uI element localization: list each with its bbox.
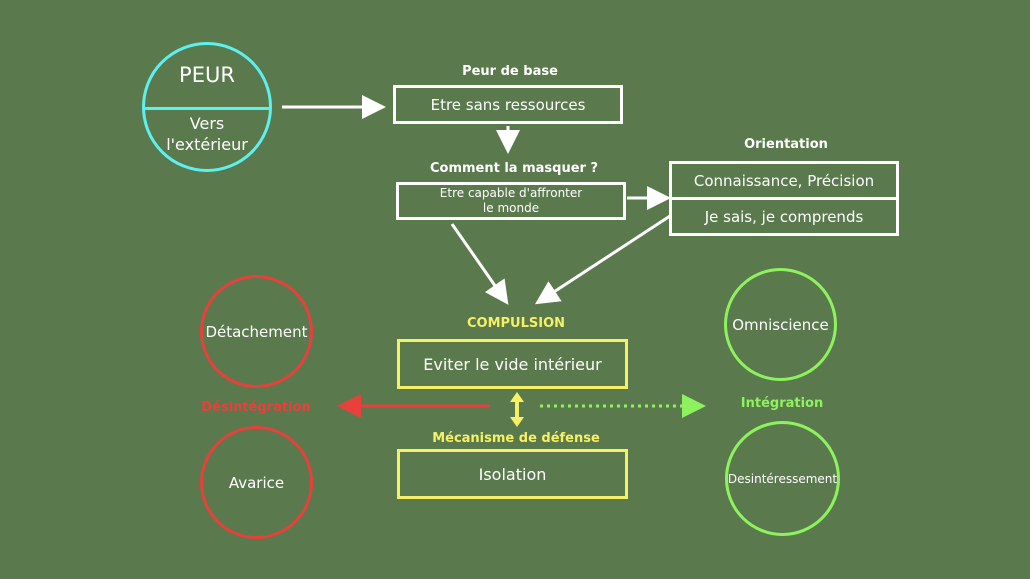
omniscience-circle: Omniscience [724,268,837,381]
peur-de-base-text: Etre sans ressources [430,95,586,114]
avarice-circle: Avarice [200,426,313,539]
omniscience-text: Omniscience [732,315,829,334]
desinteressement-text: Desintéressement [727,471,838,486]
defense-box: Isolation [397,449,628,499]
orientation-line1: Connaissance, Précision [693,171,875,190]
peur-divider [145,107,269,110]
masquer-box: Etre capable d'affronter le monde [396,182,626,220]
orientation-box-top: Connaissance, Précision [669,161,899,200]
masquer-heading: Comment la masquer ? [429,161,599,176]
peur-title: PEUR [179,63,235,87]
masquer-text-line2: le monde [482,201,540,215]
compulsion-box: Eviter le vide intérieur [397,339,628,389]
masquer-text-line1: Etre capable d'affronter [439,186,583,200]
orientation-line2: Je sais, je comprends [704,207,864,226]
detachement-circle: Détachement [200,275,313,388]
arrow-orientation-to-compulsion [534,214,671,305]
defense-text: Isolation [478,464,547,484]
desinteressement-circle: Desintéressement [725,421,840,536]
peur-subtitle: Vers l'extérieur [145,113,269,155]
integration-label: Intégration [740,396,824,411]
peur-subtitle-line1: Vers [189,114,225,133]
peur-subtitle-line2: l'extérieur [166,135,248,154]
detachement-text: Détachement [205,322,308,341]
desintegration-label: Désintégration [201,400,311,415]
peur-circle: PEUR Vers l'extérieur [142,42,272,172]
compulsion-text: Eviter le vide intérieur [423,354,602,374]
arrow-masquer-to-compulsion [450,223,509,305]
double-arrow-icon [510,392,524,427]
defense-heading: Mécanisme de défense [432,431,600,446]
peur-de-base-box: Etre sans ressources [393,85,623,124]
orientation-heading: Orientation [744,137,828,152]
avarice-text: Avarice [228,473,285,492]
orientation-box-bottom: Je sais, je comprends [669,197,899,236]
compulsion-heading: COMPULSION [466,316,566,331]
peur-de-base-heading: Peur de base [462,64,558,79]
